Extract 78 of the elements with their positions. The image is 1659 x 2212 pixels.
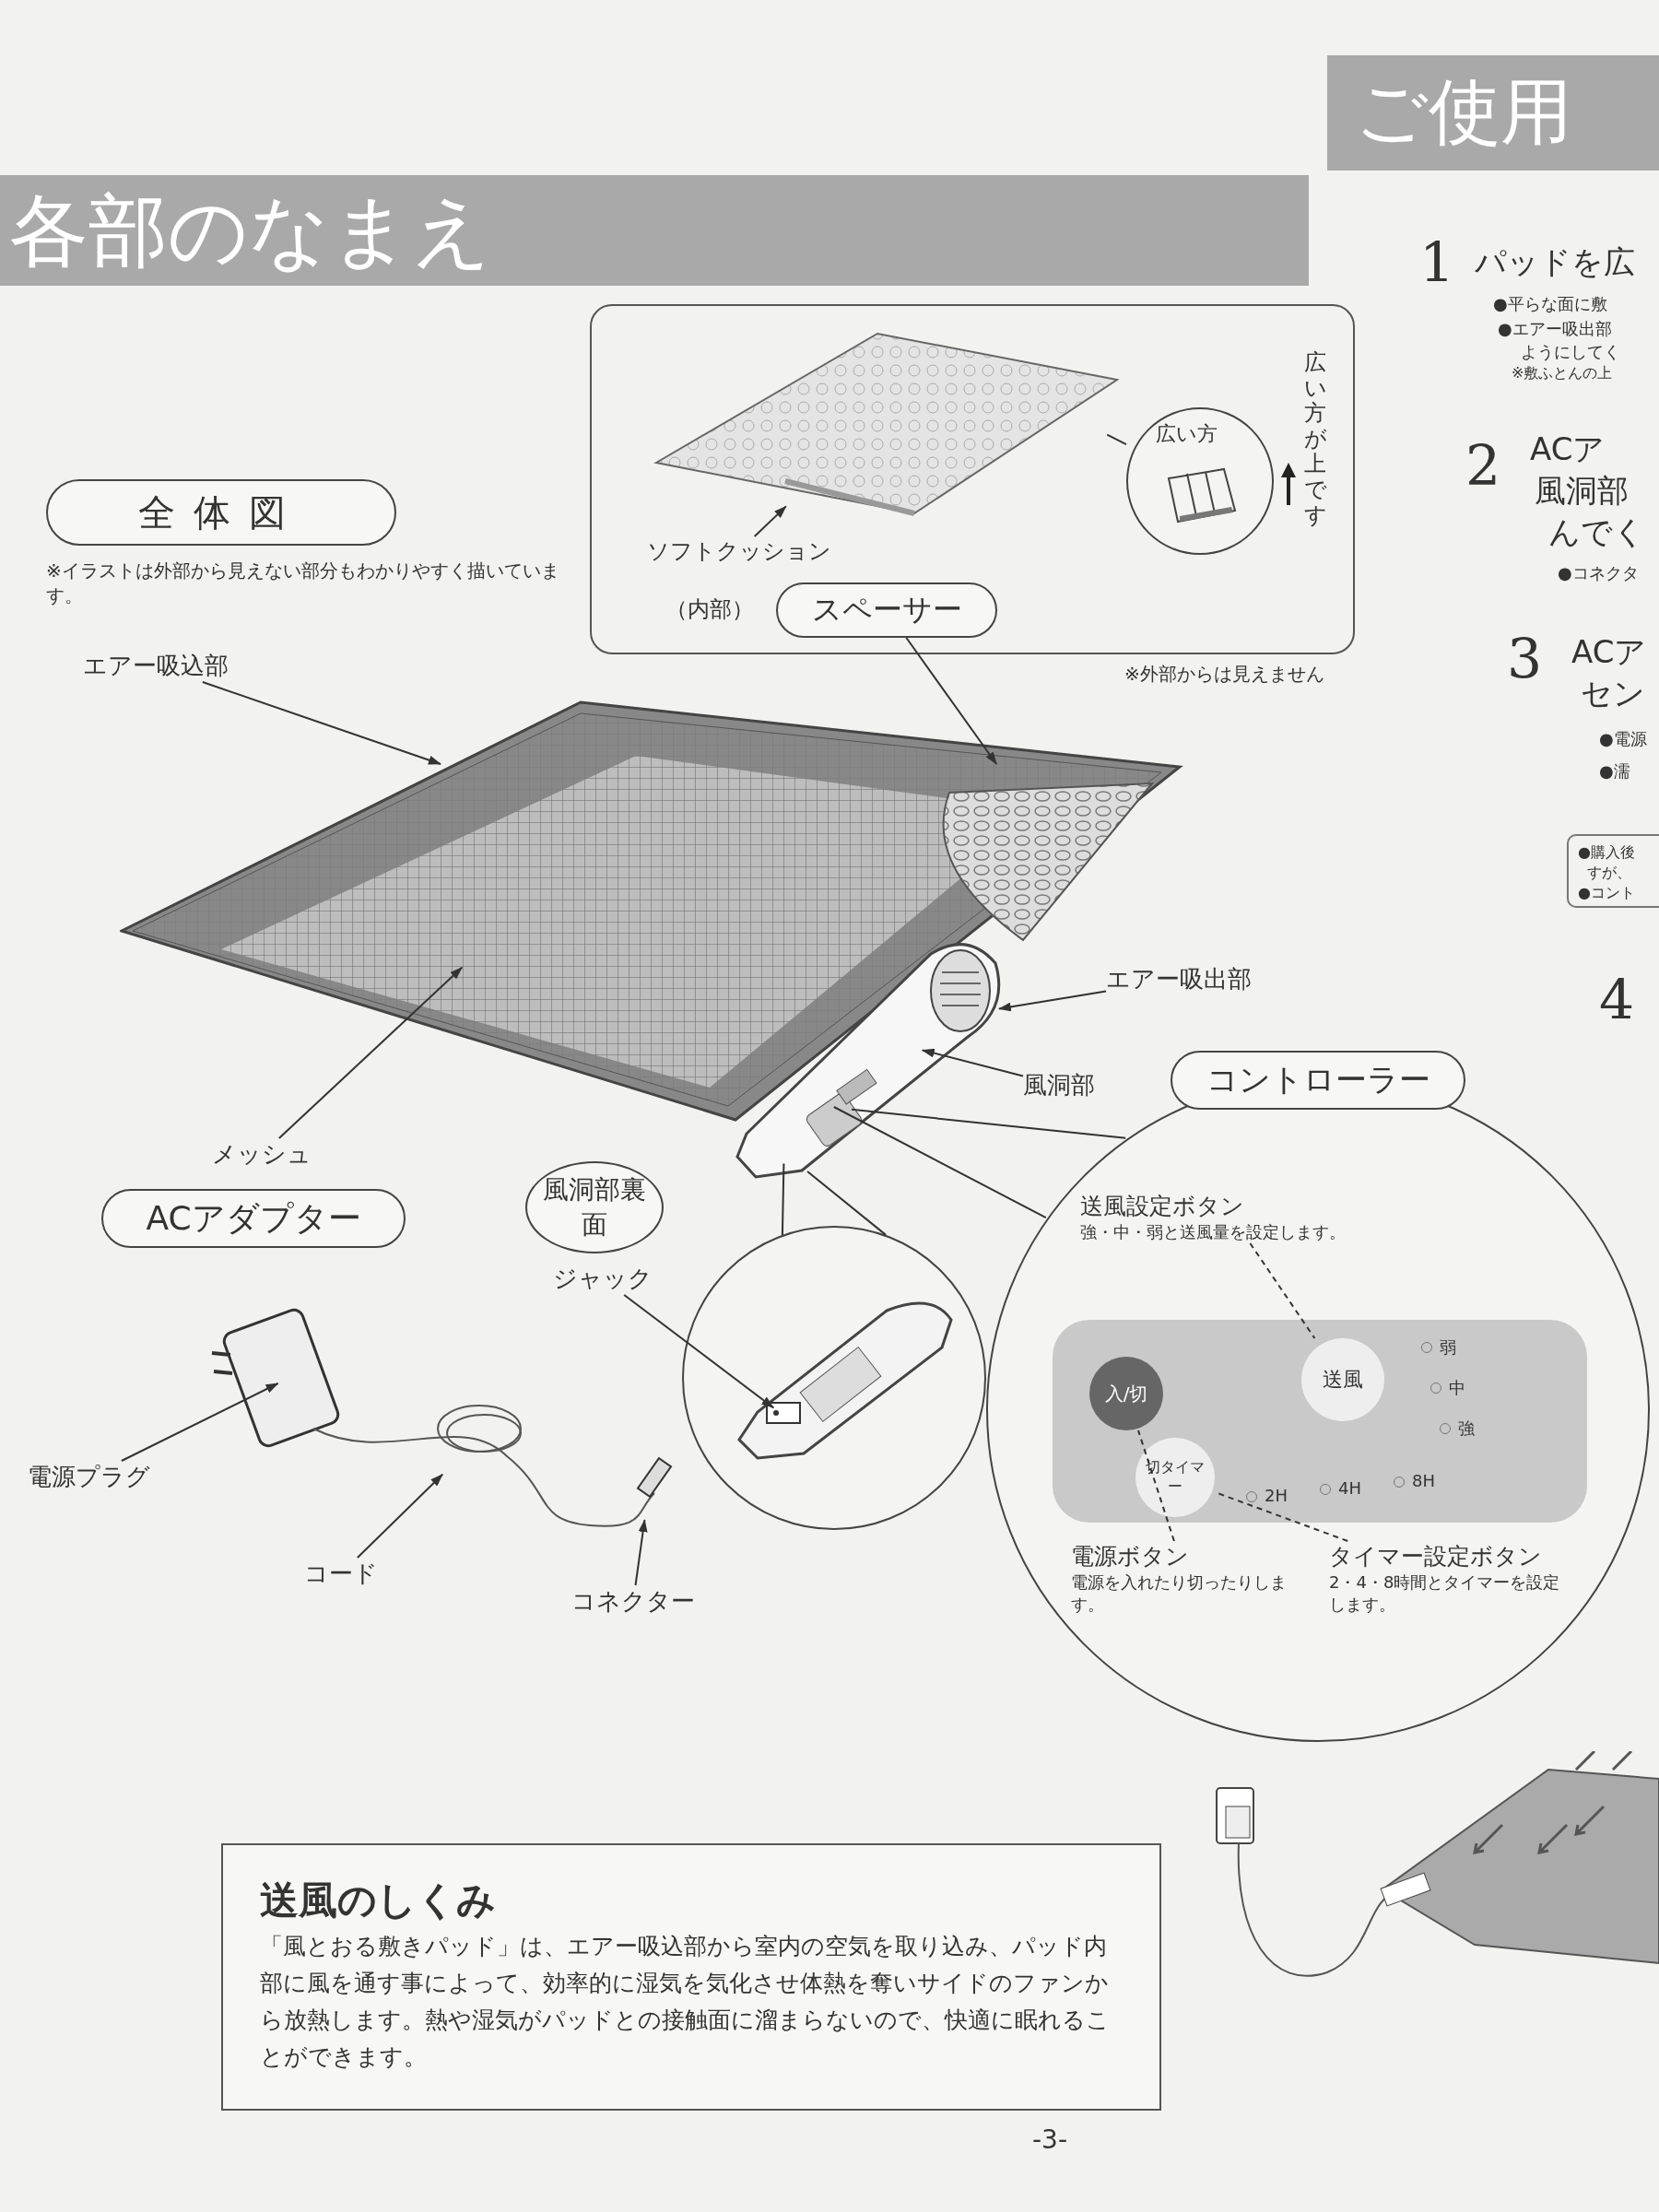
leader-line <box>634 1519 648 1586</box>
callout-line <box>781 1162 785 1236</box>
part-name-ellipse: 風洞部裏面 <box>525 1161 664 1253</box>
step-heading: セン <box>1581 674 1645 713</box>
step-note: ●濡 <box>1599 760 1630 782</box>
level-label: 強 <box>1458 1418 1475 1440</box>
side-note: ※イラストは外部から見えない部分もわかりやすく描いています。 <box>46 559 560 608</box>
timer-label: 2H <box>1265 1486 1288 1505</box>
control-panel <box>1053 1320 1587 1523</box>
step-heading: ACア <box>1571 632 1647 672</box>
part-name-pill: スペーサー <box>776 582 997 638</box>
note-text: 広い方が上です <box>1304 350 1328 529</box>
part-label: エアー吸込部 <box>83 650 229 682</box>
side-note: （内部） <box>665 595 754 624</box>
section-heading-pill: ACアダプター <box>101 1189 406 1248</box>
part-label: ジャック <box>553 1263 653 1295</box>
part-label: コード <box>304 1558 378 1590</box>
page-number: -3- <box>1032 2124 1068 2155</box>
step-number: 1 <box>1419 230 1455 295</box>
timer-label: 4H <box>1338 1478 1361 1498</box>
power-button: 入/切 <box>1089 1357 1163 1430</box>
level-label: 中 <box>1449 1377 1465 1399</box>
callout-line <box>806 1171 888 1236</box>
part-name: 送風設定ボタン <box>1080 1192 1245 1221</box>
leader-line <box>356 1473 444 1559</box>
leader-line <box>1106 433 1127 446</box>
panel-body: 「風とおる敷きパッド」は、エアー吸込部から室内の空気を取り込み、パッド内部に風を通す事によって、効率的に湿気を気化させ体熱を奪いサイドのファンから放熱します。熱や湿気がパッドとの接触面に溜まらないので、快適に眠れることができます。 <box>260 1932 1111 2072</box>
callout-line <box>832 1106 1047 1219</box>
inset-panel <box>590 304 1355 654</box>
part-name: タイマー設定ボタン <box>1329 1542 1543 1571</box>
note-text: すが、 <box>1587 864 1631 883</box>
leader-line <box>201 681 441 765</box>
step-note: ●電源 <box>1599 728 1647 750</box>
part-description: 2・4・8時間とタイマーを設定します。 <box>1329 1571 1561 1616</box>
note-text: ※外部からは見えません <box>1124 662 1324 687</box>
section-heading-pill: コントローラー <box>1171 1051 1465 1110</box>
level-label: 弱 <box>1440 1336 1456 1359</box>
step-heading: 風洞部 <box>1535 471 1629 511</box>
part-name: 電源ボタン <box>1071 1542 1190 1571</box>
step-number: 2 <box>1465 433 1501 498</box>
step-number: 4 <box>1599 968 1635 1032</box>
note-text: ●コント <box>1578 884 1635 903</box>
part-label: メッシュ <box>212 1138 312 1171</box>
dashed-leader-line <box>1137 1430 1175 1542</box>
leader-line <box>998 990 1107 1012</box>
part-label: 風洞部 <box>1023 1069 1095 1101</box>
page-title: 各部のなまえ <box>0 175 1309 286</box>
panel-heading: 送風のしくみ <box>260 1877 497 1924</box>
step-heading: ACア <box>1530 429 1606 469</box>
step-note: ようにしてく <box>1521 341 1620 363</box>
part-label: エアー吸出部 <box>1106 963 1252 995</box>
note-text: ●購入後 <box>1578 843 1635 863</box>
dashed-leader-line <box>1249 1242 1316 1339</box>
step-number: 3 <box>1507 627 1543 691</box>
leader-line <box>905 637 998 765</box>
step-note: ●エアー吸出部 <box>1498 318 1612 340</box>
part-description: 電源を入れたり切ったりします。 <box>1071 1571 1288 1616</box>
callout-line <box>851 1108 1127 1139</box>
section-heading-pill: 全体図 <box>46 479 396 546</box>
step-note: ●平らな面に敷 <box>1493 293 1607 315</box>
part-label: ソフトクッション <box>647 536 831 566</box>
step-heading: んでく <box>1548 512 1645 552</box>
leader-line <box>277 966 464 1139</box>
part-label: 電源プラグ <box>28 1461 150 1493</box>
circle-caption: 広い方 <box>1156 421 1218 447</box>
part-label: コネクター <box>571 1585 695 1618</box>
leader-line <box>623 1294 775 1409</box>
step-note: ●コネクタ <box>1558 562 1639 584</box>
section-title: ご使用 <box>1327 55 1659 171</box>
leader-line <box>753 505 787 537</box>
fan-button: 送風 <box>1301 1338 1384 1421</box>
timer-label: 8H <box>1412 1471 1435 1490</box>
part-description: 強・中・弱と送風量を設定します。 <box>1080 1221 1347 1243</box>
step-heading: パッドを広 <box>1475 242 1635 282</box>
leader-line <box>921 1048 1024 1077</box>
step-note: ※敷ふとんの上 <box>1512 364 1613 383</box>
leader-line <box>120 1382 279 1462</box>
info-panel <box>221 1843 1161 2111</box>
